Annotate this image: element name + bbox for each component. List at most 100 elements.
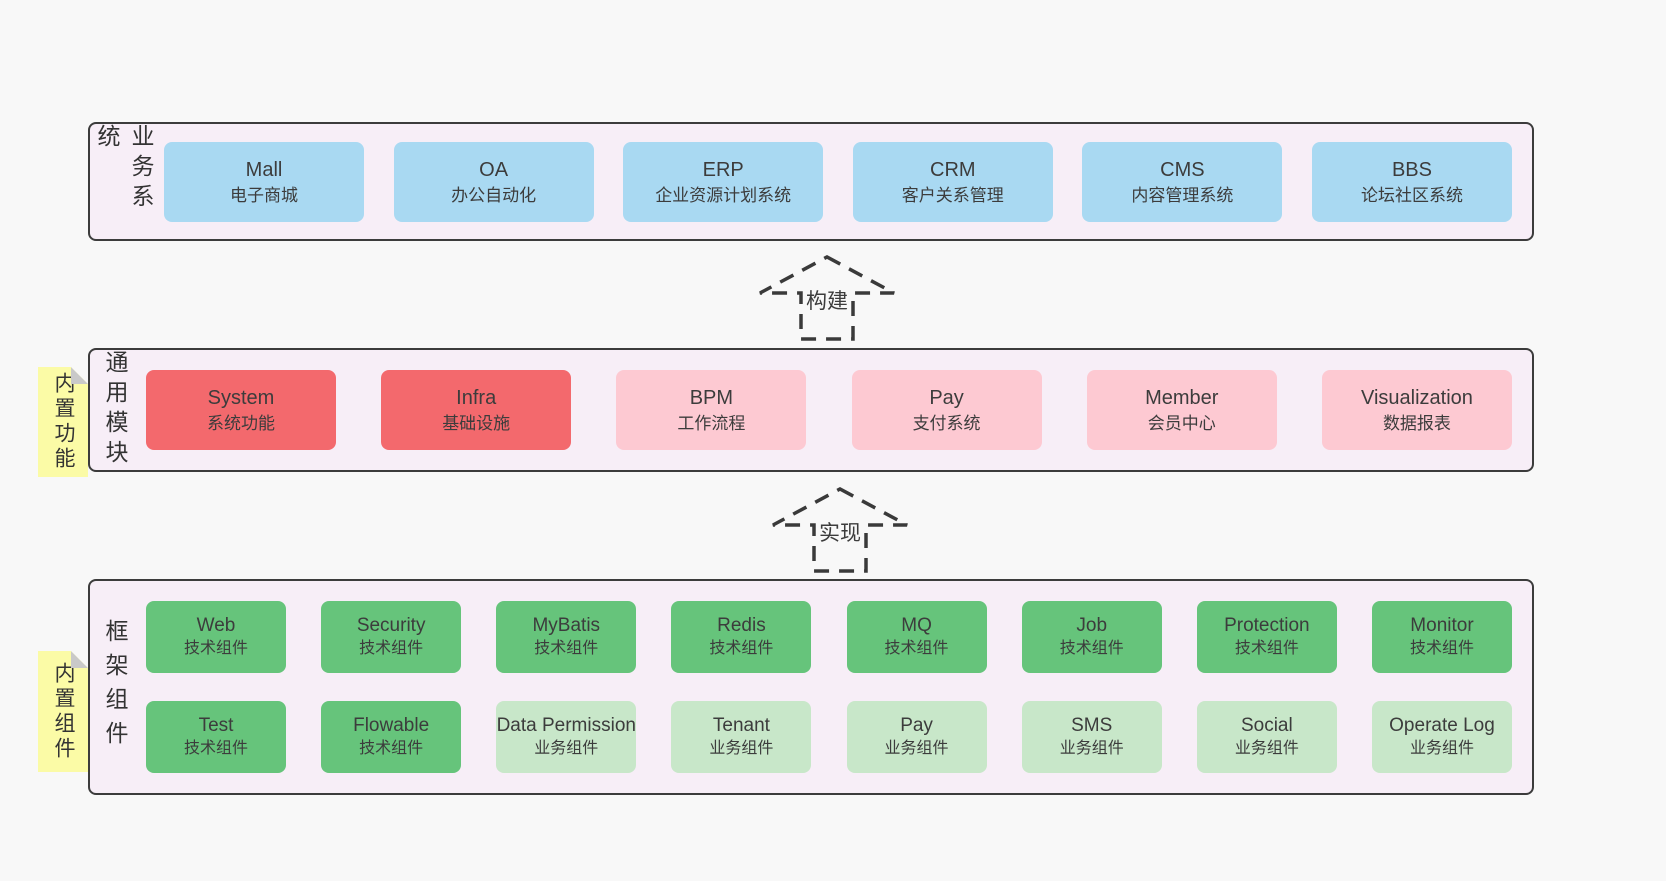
component-box-social: Social 业务组件 (1196, 701, 1337, 773)
component-box-sms: SMS 业务组件 (1021, 701, 1162, 773)
business-systems-boxes: Mall 电子商城 OA 办公自动化 ERP 企业资源计划系统 CRM 客户关系… (158, 124, 1532, 239)
component-box-mybatis: MyBatis 技术组件 (496, 601, 637, 673)
box-subtitle: 电子商城 (230, 185, 298, 205)
sticky-note-built-in-features: 内置功能 (38, 367, 88, 477)
component-box-protection: Protection 技术组件 (1196, 601, 1337, 673)
component-box-monitor: Monitor 技术组件 (1371, 601, 1512, 673)
sticky-label: 内置功能 (52, 372, 75, 472)
box-title: Infra (456, 387, 497, 410)
box-title: Monitor (1410, 615, 1474, 637)
box-subtitle: 技术组件 (884, 639, 949, 657)
box-subtitle: 会员中心 (1147, 414, 1216, 434)
module-box-member: Member 会员中心 (1086, 370, 1277, 450)
component-box-security: Security 技术组件 (321, 601, 462, 673)
implement-arrow-icon: 实现 (770, 485, 910, 575)
component-box-operate-log: Operate Log 业务组件 (1371, 701, 1512, 773)
sticky-note-built-in-components: 内置组件 (38, 651, 88, 772)
box-title: CRM (930, 158, 976, 181)
box-title: Member (1145, 387, 1219, 410)
box-title: Web (196, 615, 236, 637)
box-subtitle: 技术组件 (1409, 639, 1474, 657)
module-box-mall: Mall 电子商城 (164, 141, 364, 222)
box-subtitle: 技术组件 (1059, 639, 1124, 657)
box-title: Pay (929, 387, 964, 410)
box-title: BBS (1391, 158, 1432, 181)
box-title: ERP (702, 158, 744, 181)
folded-corner-icon (71, 367, 88, 384)
box-title: Tenant (712, 715, 770, 737)
box-title: Mall (245, 158, 283, 181)
box-subtitle: 技术组件 (1234, 639, 1299, 657)
box-subtitle: 技术组件 (183, 639, 248, 657)
band-label-common-modules: 通用模块 (102, 350, 128, 470)
box-subtitle: 支付系统 (912, 414, 981, 434)
box-subtitle: 技术组件 (359, 639, 424, 657)
module-box-system: System 系统功能 (146, 370, 336, 450)
box-subtitle: 业务组件 (1234, 739, 1299, 757)
module-box-bpm: BPM 工作流程 (616, 370, 807, 450)
box-subtitle: 技术组件 (183, 739, 248, 757)
box-subtitle: 内容管理系统 (1131, 185, 1234, 205)
module-box-erp: ERP 企业资源计划系统 (623, 141, 824, 222)
box-subtitle: 技术组件 (359, 739, 424, 757)
module-box-crm: CRM 客户关系管理 (852, 141, 1053, 222)
box-subtitle: 工作流程 (677, 414, 746, 434)
build-arrow-label: 构建 (806, 290, 848, 313)
box-title: Job (1076, 615, 1108, 637)
band-label-business-systems: 业务系统 (94, 124, 154, 214)
box-subtitle: 基础设施 (442, 414, 511, 434)
business-systems-band: 业务系统 Mall 电子商城 OA 办公自动化 ERP 企业资源计划系统 CRM… (88, 122, 1534, 241)
module-box-pay: Pay 支付系统 (851, 370, 1042, 450)
framework-components-band: 框架组件 Web 技术组件 Security 技术组件 MyBatis 技术组件… (88, 579, 1534, 795)
implement-arrow-label: 实现 (819, 522, 861, 545)
box-title: Security (356, 615, 426, 637)
component-box-web: Web 技术组件 (146, 601, 286, 673)
component-box-job: Job 技术组件 (1021, 601, 1162, 673)
folded-corner-icon (71, 651, 88, 668)
box-subtitle: 客户关系管理 (901, 185, 1004, 205)
component-box-flowable: Flowable 技术组件 (321, 701, 462, 773)
box-title: Data Permission (496, 715, 636, 737)
box-subtitle: 业务组件 (709, 739, 774, 757)
box-title: Visualization (1360, 387, 1473, 410)
box-title: System (207, 387, 275, 410)
box-title: Test (198, 715, 234, 737)
box-subtitle: 企业资源计划系统 (655, 185, 792, 205)
box-title: Operate Log (1389, 715, 1495, 737)
box-subtitle: 业务组件 (1409, 739, 1474, 757)
component-box-test: Test 技术组件 (146, 701, 286, 773)
component-box-data-permission: Data Permission 业务组件 (496, 701, 637, 773)
box-title: CMS (1160, 158, 1205, 181)
component-box-redis: Redis 技术组件 (671, 601, 812, 673)
box-title: MQ (901, 615, 932, 637)
framework-components-boxes: Web 技术组件 Security 技术组件 MyBatis 技术组件 Redi… (140, 581, 1532, 793)
box-title: Pay (900, 715, 933, 737)
box-title: Redis (717, 615, 766, 637)
box-subtitle: 论坛社区系统 (1360, 185, 1463, 205)
box-title: OA (479, 158, 509, 181)
box-subtitle: 技术组件 (709, 639, 774, 657)
box-title: Social (1240, 715, 1293, 737)
box-title: Flowable (353, 715, 430, 737)
module-box-cms: CMS 内容管理系统 (1082, 141, 1283, 222)
build-arrow-icon: 构建 (757, 253, 897, 343)
module-box-oa: OA 办公自动化 (393, 141, 594, 222)
common-modules-band: 通用模块 System 系统功能 Infra 基础设施 BPM 工作流程 Pay… (88, 348, 1534, 472)
sticky-label: 内置组件 (52, 661, 75, 762)
box-title: BPM (689, 387, 734, 410)
box-subtitle: 技术组件 (534, 639, 599, 657)
box-subtitle: 系统功能 (207, 414, 275, 434)
box-subtitle: 业务组件 (1059, 739, 1124, 757)
component-box-mq: MQ 技术组件 (846, 601, 987, 673)
component-box-tenant: Tenant 业务组件 (671, 701, 812, 773)
band-label-framework-components: 框架组件 (102, 619, 128, 755)
box-subtitle: 业务组件 (534, 739, 599, 757)
module-box-bbs: BBS 论坛社区系统 (1311, 141, 1512, 222)
module-box-infra: Infra 基础设施 (381, 370, 572, 450)
box-title: MyBatis (532, 615, 601, 637)
box-subtitle: 办公自动化 (451, 185, 537, 205)
box-title: SMS (1071, 715, 1113, 737)
box-title: Protection (1224, 615, 1310, 637)
module-box-visualization: Visualization 数据报表 (1321, 370, 1512, 450)
